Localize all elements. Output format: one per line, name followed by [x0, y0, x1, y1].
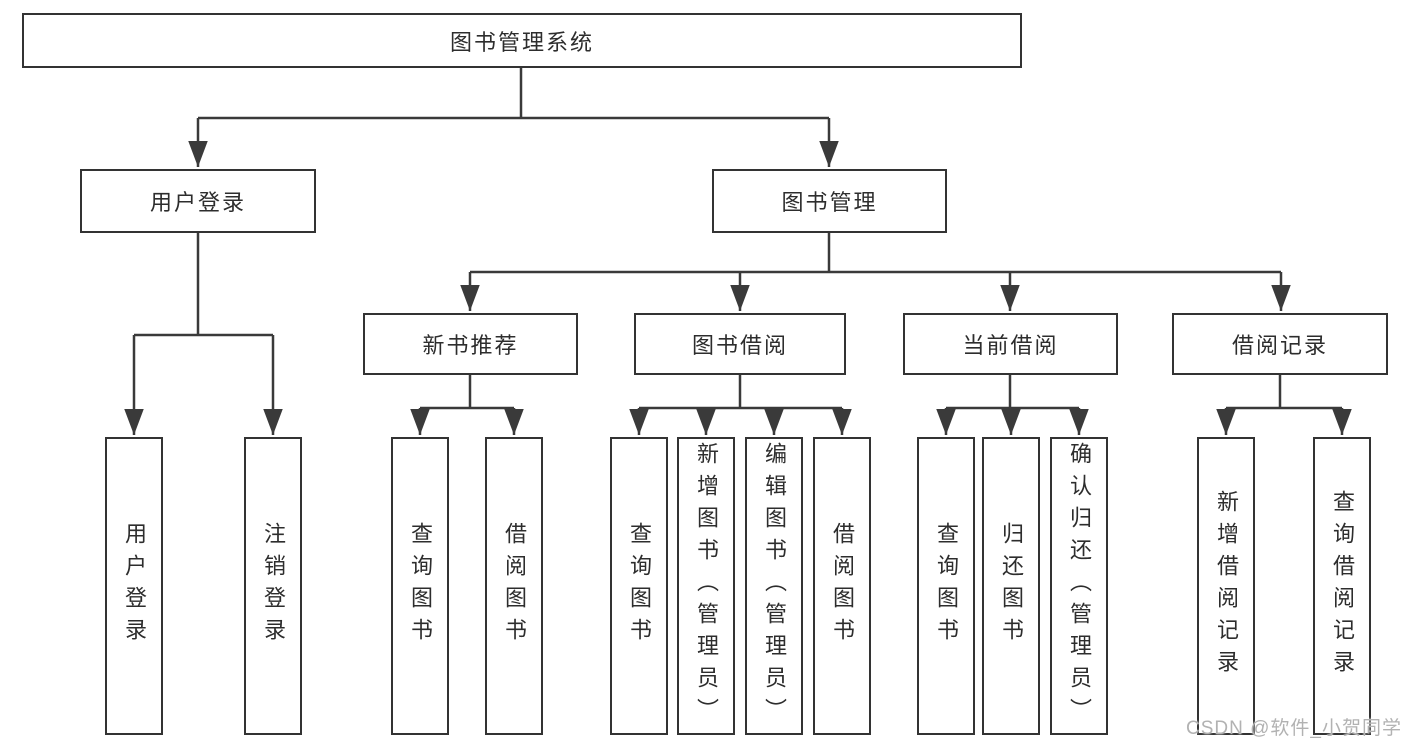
node-label: 用户登录	[149, 190, 246, 215]
node-borrowing-records: 借阅记录	[1172, 313, 1388, 375]
node-label: 图书管理系统	[449, 29, 594, 55]
leaf-query-books-borrowing: 查询图书	[610, 437, 668, 735]
node-label: 新增借阅记录	[1214, 490, 1239, 682]
leaf-confirm-return-admin: 确认归还（管理员）	[1050, 437, 1108, 735]
leaf-borrow-books-borrowing: 借阅图书	[813, 437, 871, 735]
leaf-query-borrow-record: 查询借阅记录	[1313, 437, 1371, 735]
node-book-management: 图书管理	[712, 169, 947, 233]
node-label: 图书借阅	[691, 333, 788, 358]
leaf-user-login: 用户登录	[105, 437, 163, 735]
leaf-query-books-current: 查询图书	[917, 437, 975, 735]
node-label: 注销登录	[261, 522, 286, 650]
node-label: 查询图书	[627, 522, 652, 650]
node-label: 借阅记录	[1231, 333, 1328, 358]
node-user-login: 用户登录	[80, 169, 316, 233]
node-label: 查询图书	[934, 522, 959, 650]
node-label: 新增图书（管理员）	[694, 442, 719, 730]
node-label: 借阅图书	[830, 522, 855, 650]
node-label: 查询图书	[408, 522, 433, 650]
node-book-borrowing: 图书借阅	[634, 313, 846, 375]
node-label: 新书推荐	[422, 333, 519, 358]
node-current-borrowing: 当前借阅	[903, 313, 1118, 375]
node-new-book-recommend: 新书推荐	[363, 313, 578, 375]
leaf-return-books: 归还图书	[982, 437, 1040, 735]
node-label: 查询借阅记录	[1330, 490, 1355, 682]
node-label: 归还图书	[999, 522, 1024, 650]
node-label: 确认归还（管理员）	[1067, 442, 1092, 730]
node-label: 用户登录	[122, 522, 147, 650]
leaf-query-books-recommend: 查询图书	[391, 437, 449, 735]
node-root-library-system: 图书管理系统	[22, 13, 1022, 68]
node-label: 借阅图书	[502, 522, 527, 650]
leaf-add-borrow-record: 新增借阅记录	[1197, 437, 1255, 735]
leaf-borrow-books-recommend: 借阅图书	[485, 437, 543, 735]
leaf-logout: 注销登录	[244, 437, 302, 735]
leaf-add-books-admin: 新增图书（管理员）	[677, 437, 735, 735]
node-label: 编辑图书（管理员）	[762, 442, 787, 730]
csdn-watermark: CSDN @软件_小贺同学	[1186, 718, 1402, 739]
leaf-edit-books-admin: 编辑图书（管理员）	[745, 437, 803, 735]
node-label: 当前借阅	[962, 333, 1059, 358]
node-label: 图书管理	[781, 190, 878, 215]
